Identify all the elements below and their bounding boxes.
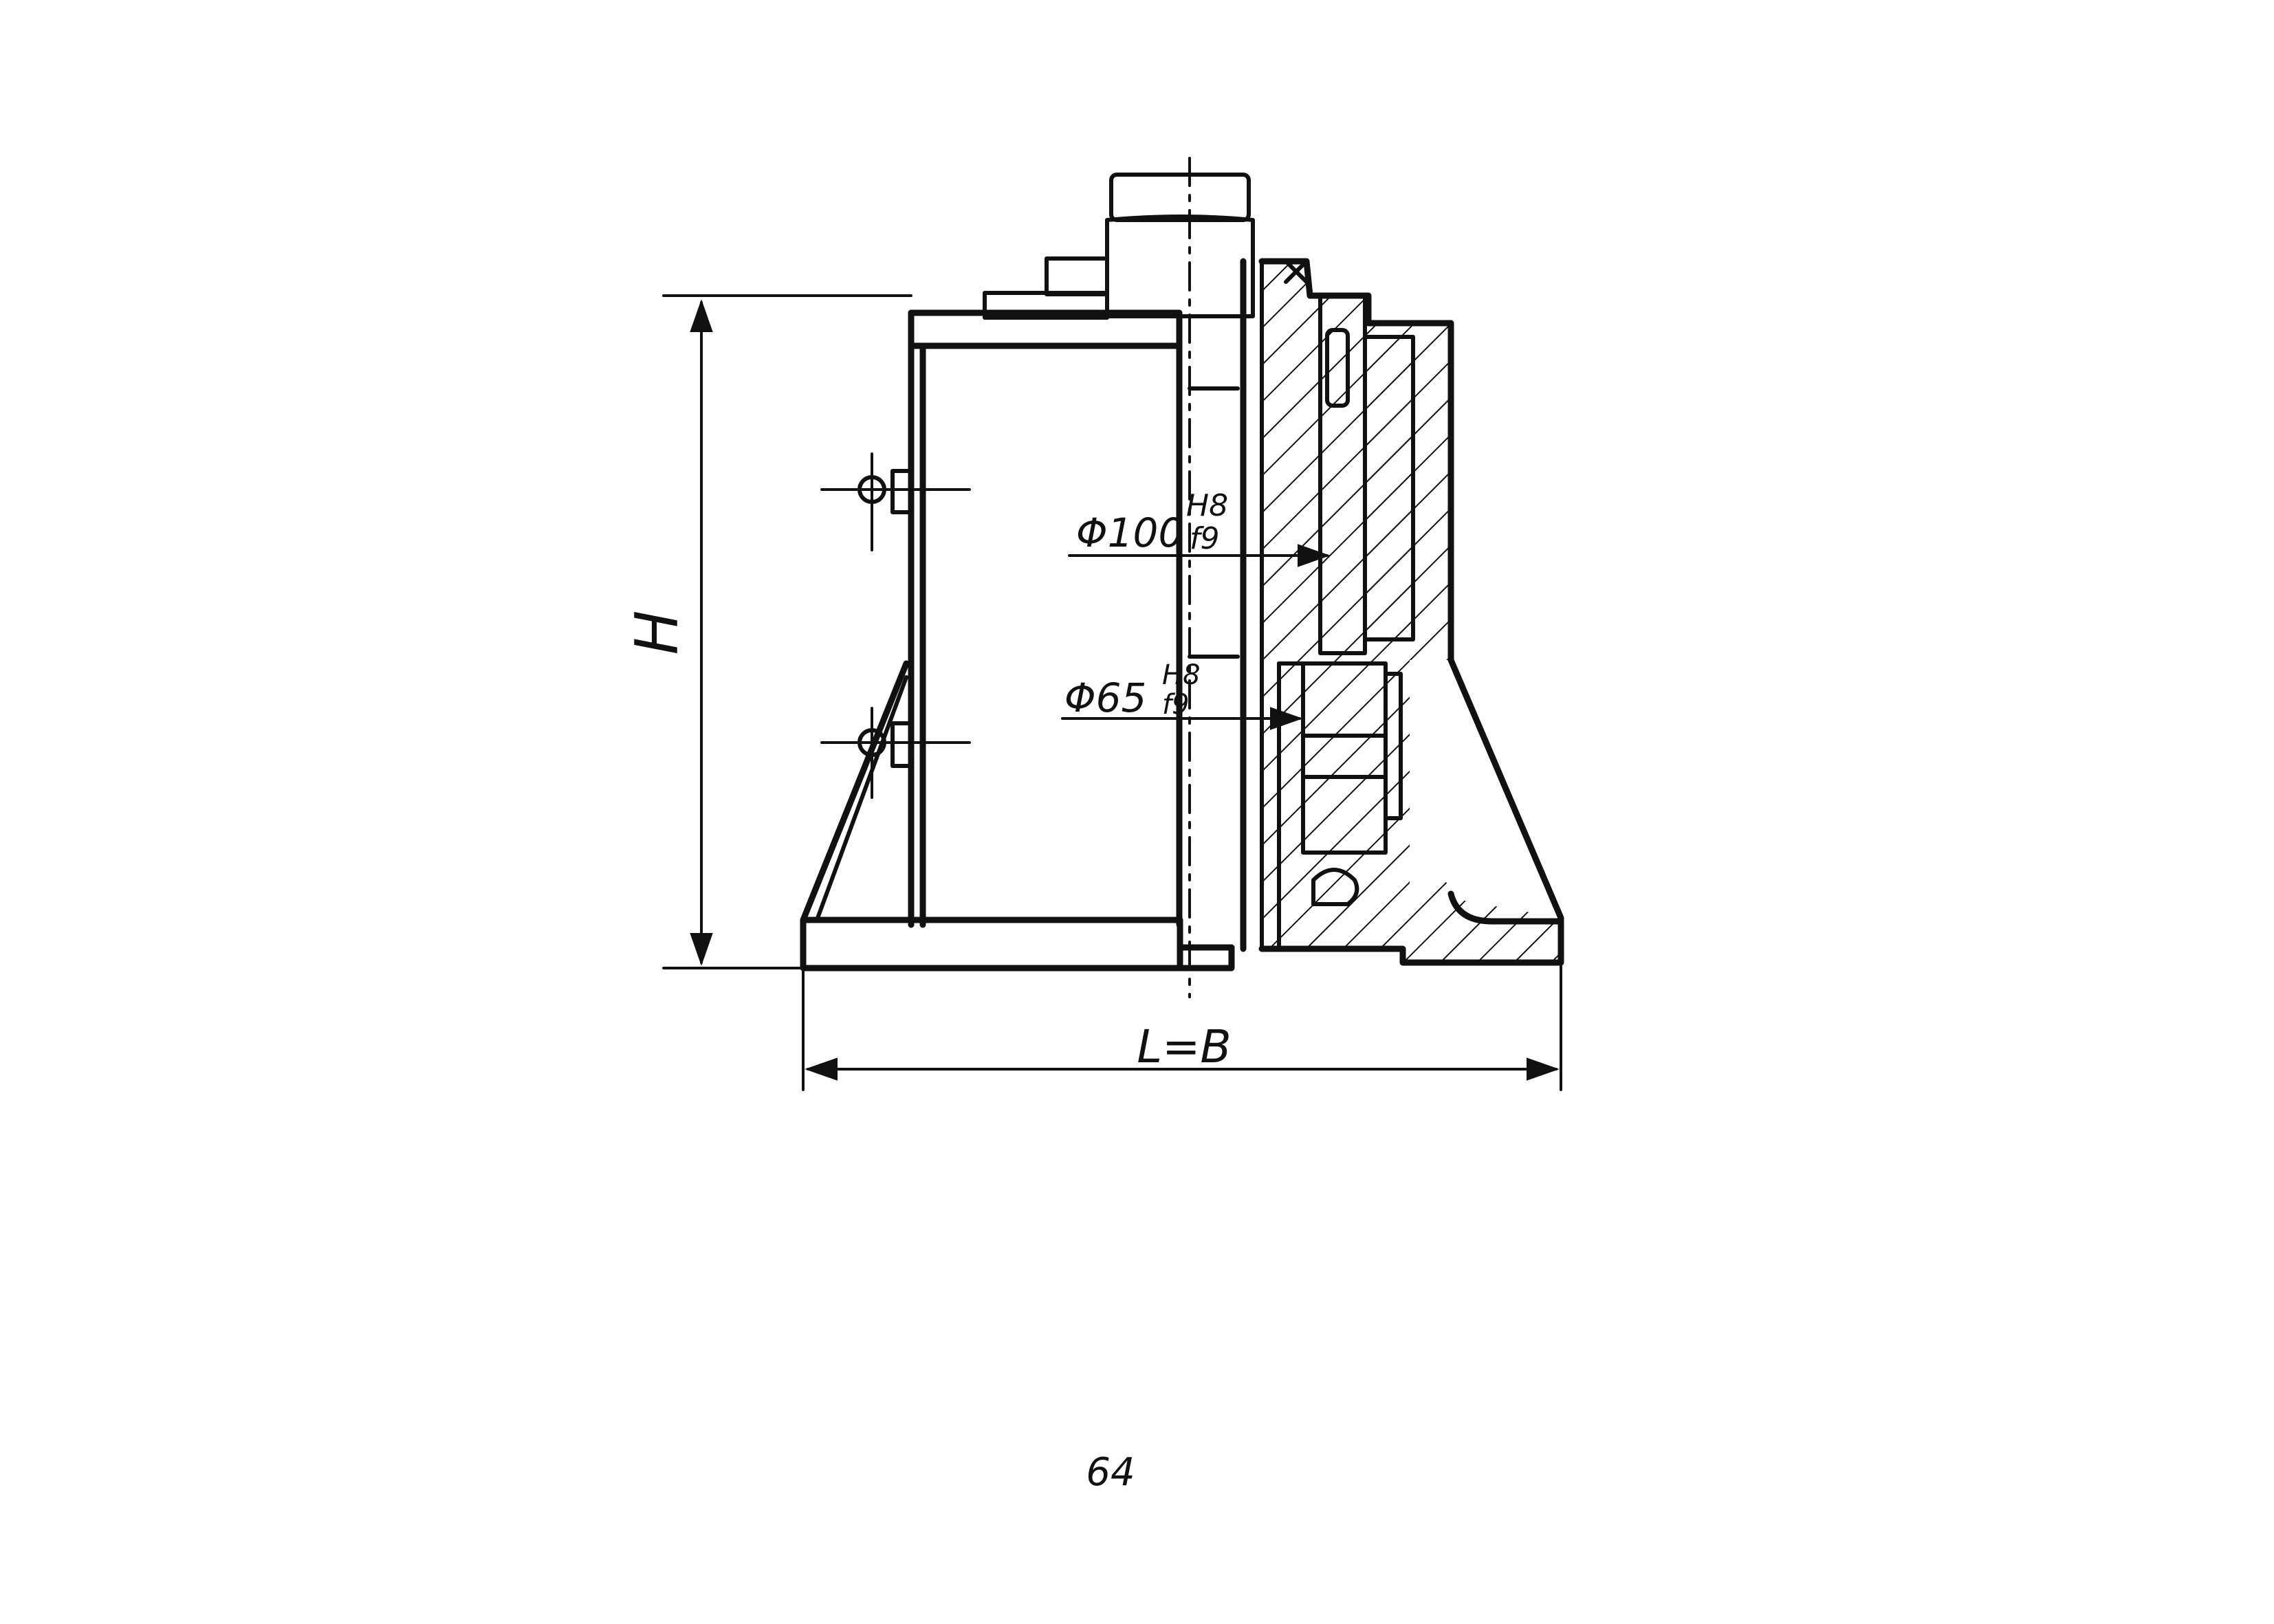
bore-upper-fit-top: H8 xyxy=(1186,488,1228,523)
bore-upper-dia: Φ100 xyxy=(1076,509,1183,556)
side-screw-upper xyxy=(820,452,971,551)
width-dim-label: L=B xyxy=(1137,1020,1231,1073)
bore-lower-fit-top: H8 xyxy=(1162,659,1201,691)
right-section xyxy=(1258,258,1564,966)
bore-lower-fit-bottom: f9 xyxy=(1162,689,1190,721)
height-dimension xyxy=(662,294,912,969)
bore-upper-fit-bottom: f9 xyxy=(1190,521,1219,556)
bore-lower-dia: Φ65 xyxy=(1064,674,1146,721)
width-dimension xyxy=(802,961,1562,1091)
page-number: 64 xyxy=(1086,1450,1135,1495)
left-housing xyxy=(800,309,1235,972)
shaft-cap xyxy=(983,173,1255,320)
side-screw-lower xyxy=(820,707,971,799)
height-dim-label: H xyxy=(623,611,692,655)
